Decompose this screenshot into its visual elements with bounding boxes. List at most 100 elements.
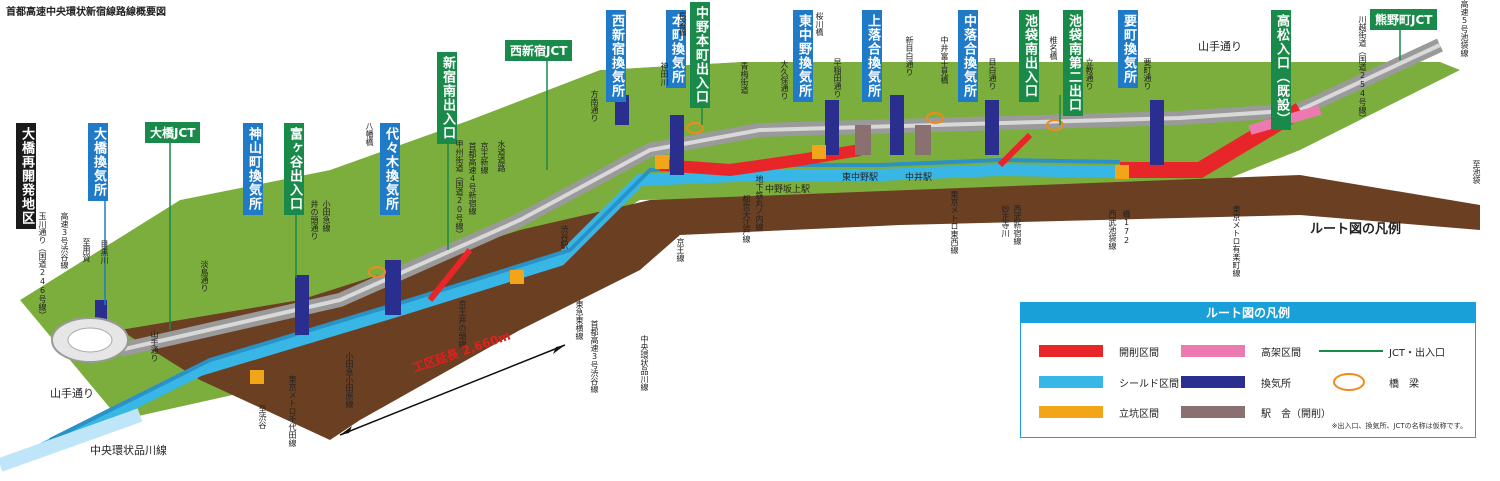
legend-swatch-elevated <box>1181 345 1245 357</box>
label-shinjuku-minami-ramp: 新宿南出入口 <box>437 52 457 144</box>
vent-honcho <box>670 115 684 175</box>
label-nakaochiai-vent: 中落合換気所 <box>958 10 978 102</box>
vent-yoyogi <box>385 260 401 315</box>
legend-swatch-shield <box>1039 376 1103 388</box>
small-label: 橋172 <box>1122 210 1131 245</box>
label-kanamecho-vent: 要町換気所 <box>1118 10 1138 88</box>
small-label: 西武池袋線 <box>1108 210 1117 250</box>
small-label: 椎名橋 <box>1049 36 1058 60</box>
small-label: 至渋谷 <box>258 405 267 429</box>
label-ikebukuro-minami-2-exit: 池袋南第二出口 <box>1063 10 1083 116</box>
label-tomigaya-ramp: 富ヶ谷出入口 <box>284 123 304 215</box>
label-kamiyama-vent: 神山町換気所 <box>243 123 263 215</box>
vent-kanamecho <box>1150 100 1164 165</box>
small-label: 渋谷駅 <box>560 225 569 249</box>
small-label: 中央環状品川線 <box>640 335 649 391</box>
legend-label: 立坑区間 <box>1119 409 1159 420</box>
small-label: 方南通り <box>590 90 599 122</box>
station-higashinakano <box>855 125 871 155</box>
label-ohashi-redevelopment: 大橋再開発地区 <box>16 123 36 229</box>
small-label: 長者橋 <box>678 12 687 36</box>
small-label: 新目白通り <box>905 36 914 76</box>
small-label: 井の頭通り <box>310 200 319 240</box>
extent-arrow <box>339 344 566 436</box>
shaft-3 <box>655 155 669 169</box>
small-label: 目白通り <box>988 58 997 90</box>
label-kamiochiai-vent: 上落合換気所 <box>862 10 882 102</box>
bridge-4 <box>1046 119 1064 131</box>
vent-kamiyama <box>295 275 309 335</box>
bridge-1 <box>368 266 386 278</box>
legend-swatch-jct <box>1319 350 1383 352</box>
legend-swatch-station <box>1181 406 1245 418</box>
road-label-yamate-bottom: 山手通り <box>50 387 94 400</box>
small-label: 高速3号渋谷線 <box>60 212 69 269</box>
small-label: 都営大江戸線 <box>742 195 751 243</box>
small-label: 妙正寺川 <box>1001 205 1010 237</box>
small-label: 立教通り <box>1085 58 1094 90</box>
station-nakai <box>915 125 931 155</box>
legend-swatch-cut-cover <box>1039 345 1103 357</box>
small-label: 淡島通り <box>200 260 209 292</box>
small-label: 八幡橋 <box>365 122 374 146</box>
small-label: 京王線 <box>676 238 685 262</box>
shaft-5 <box>1115 165 1129 179</box>
small-label: 地下鉄丸ノ内線 <box>755 175 764 231</box>
route-caption: ルート図の凡例 <box>1310 222 1402 237</box>
legend-label: 駅 舎（開削） <box>1261 409 1331 420</box>
small-label: 小田急線 <box>322 200 331 232</box>
small-label: 要町通り <box>1143 58 1152 90</box>
label-ikebukuro-minami-ramp: 池袋南出入口 <box>1019 10 1039 102</box>
small-label: 大久保通り <box>780 60 789 100</box>
legend-label: 高架区間 <box>1261 348 1301 359</box>
small-label: 玉川通り（国道246号線） <box>38 212 47 319</box>
small-label: 早稲田通り <box>833 58 842 98</box>
small-label: 目黒川 <box>100 240 109 264</box>
legend-swatch-vent <box>1181 376 1245 388</box>
vent-kamiochiai <box>890 95 904 155</box>
label-ohashi-vent: 大橋換気所 <box>88 123 108 201</box>
small-label: 東中野駅 <box>842 173 879 183</box>
bridge-3 <box>926 112 944 124</box>
small-label: 京王新線 <box>480 142 489 174</box>
small-label: 中野坂上駅 <box>765 185 811 195</box>
label-ohashi-jct: 大橋JCT <box>145 122 201 143</box>
small-label: 東京メトロ有楽町線 <box>1232 205 1241 277</box>
legend-note: ※出入口、換気所、JCTの名称は仮称です。 <box>1331 422 1467 430</box>
label-honcho-vent: 本町換気所 <box>666 10 686 88</box>
small-label: 京王井の頭線 <box>458 300 467 348</box>
small-label: 西武新宿線 <box>1013 205 1022 245</box>
small-label: 高速5号池袋線 <box>1460 0 1469 57</box>
vent-higashinakano <box>825 100 839 155</box>
small-label: 首都高速3号渋谷線 <box>590 320 599 393</box>
bridge-2 <box>686 122 704 134</box>
small-label: 水道道路 <box>497 140 506 172</box>
legend-label: 換気所 <box>1261 379 1291 390</box>
label-kumanocho-jct: 熊野町JCT <box>1370 9 1438 30</box>
small-label: 東京メトロ東西線 <box>950 190 959 254</box>
legend-label: シールド区間 <box>1119 379 1179 390</box>
small-label: 中井駅 <box>905 173 933 183</box>
label-takamatsu-entrance: 高松入口（既設） <box>1271 10 1291 130</box>
small-label: 山手通り <box>150 330 159 362</box>
legend: ルート図の凡例 開削区間 高架区間 JCT・出入口 シールド区間 換気所 橋 梁… <box>1020 302 1476 438</box>
legend-swatch-bridge <box>1333 373 1365 391</box>
label-yoyogi-vent: 代々木換気所 <box>380 123 400 215</box>
label-nishishinjuku-vent: 西新宿換気所 <box>606 10 626 102</box>
small-label: 東急東横線 <box>575 300 584 340</box>
small-label: 甲州街道（国道20号線） <box>455 140 464 238</box>
legend-label: 開削区間 <box>1119 348 1159 359</box>
shinagawa-tunnel <box>0 408 143 472</box>
small-label: 青梅街道 <box>740 62 749 94</box>
legend-label: JCT・出入口 <box>1389 348 1446 359</box>
small-label: 川越街道（国道254号線） <box>1358 15 1367 122</box>
shaft-1 <box>250 370 264 384</box>
vent-nakaochiai <box>985 100 999 155</box>
legend-label: 橋 梁 <box>1389 379 1419 390</box>
small-label: 小田急小田原線 <box>345 352 354 408</box>
small-label: 至用賀 <box>82 238 91 262</box>
road-label-yamate-top: 山手通り <box>1198 40 1242 53</box>
page-title: 首都高速中央環状新宿線路線概要図 <box>6 7 166 18</box>
